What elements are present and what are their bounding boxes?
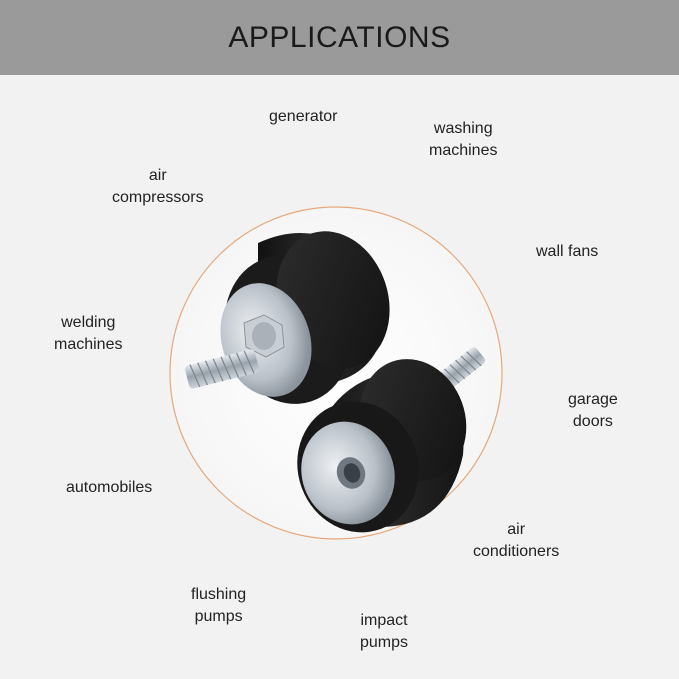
label-impact-pumps: impact pumps [360,612,409,651]
label-air-conditioners: air conditioners [473,521,560,560]
mount-with-thread-hole [297,347,486,533]
label-welding-machines: welding machines [54,314,123,353]
label-washing-machines: washing machines [429,120,498,159]
label-air-compressors: air compressors [112,167,204,206]
header-banner: APPLICATIONS [0,0,679,75]
label-automobiles: automobiles [66,479,153,496]
page-title: APPLICATIONS [228,20,451,54]
mount-with-bolt [185,231,390,404]
label-garage-doors: garage doors [568,391,618,430]
product-image [169,206,503,540]
label-wall-fans: wall fans [536,243,599,260]
label-generator: generator [269,108,338,125]
label-flushing-pumps: flushing pumps [191,586,247,625]
